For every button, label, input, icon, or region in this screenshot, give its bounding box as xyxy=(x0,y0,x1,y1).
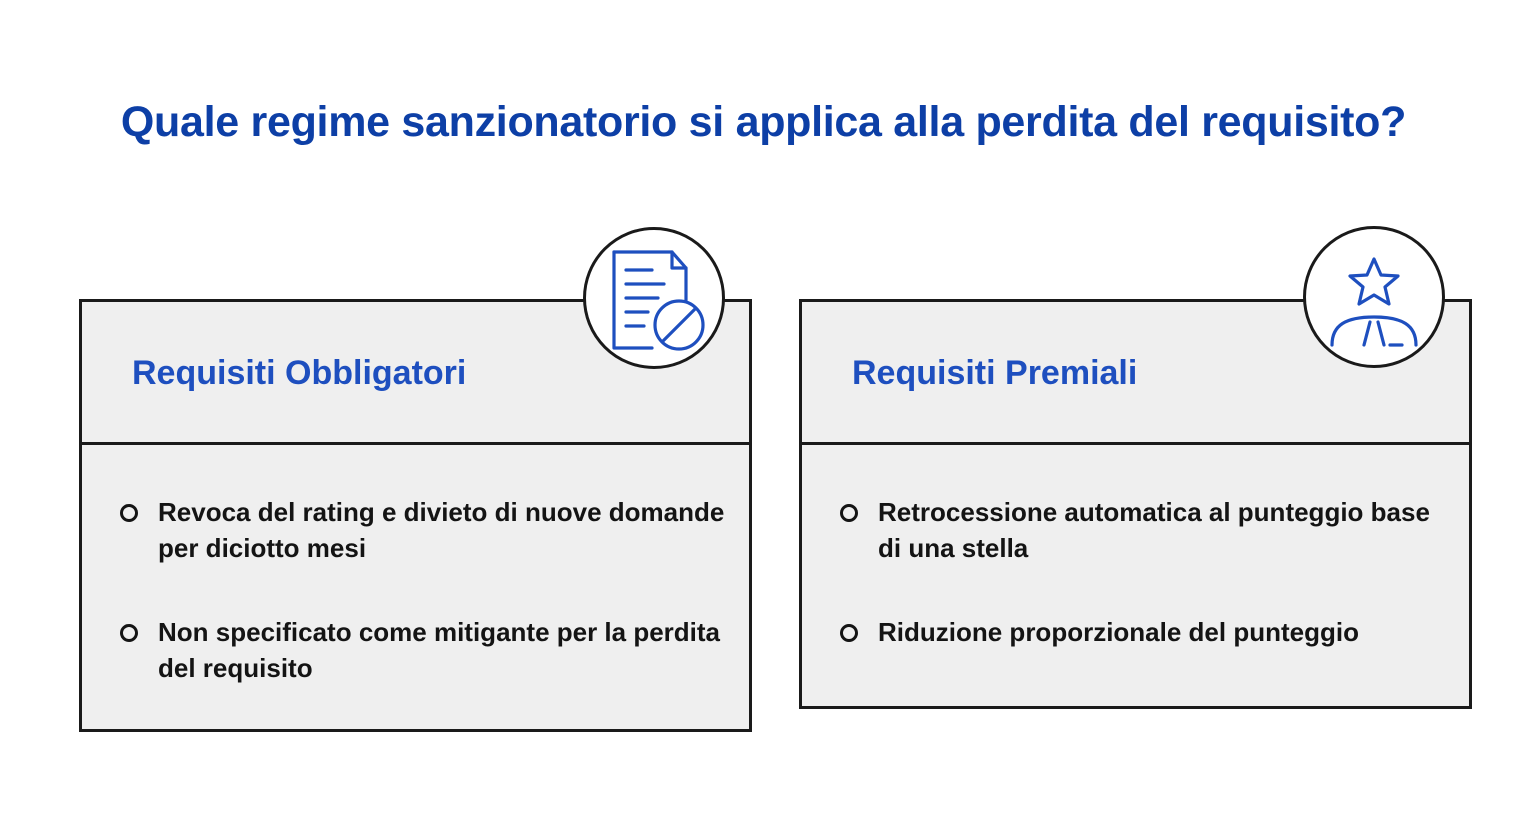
person-star-icon xyxy=(1303,226,1445,368)
card-header: Requisiti Obbligatori xyxy=(82,302,749,445)
item-list: Retrocessione automatica al punteggio ba… xyxy=(838,494,1449,698)
bullet-icon xyxy=(120,624,138,642)
list-item-text: Retrocessione automatica al punteggio ba… xyxy=(878,497,1430,563)
list-item: Retrocessione automatica al punteggio ba… xyxy=(838,494,1449,566)
bullet-icon xyxy=(120,504,138,522)
card-header: Requisiti Premiali xyxy=(802,302,1469,445)
list-item-text: Revoca del rating e divieto di nuove dom… xyxy=(158,497,725,563)
list-item: Riduzione proporzionale del punteggio xyxy=(838,614,1449,650)
card-title: Requisiti Premiali xyxy=(852,354,1138,392)
list-item-text: Riduzione proporzionale del punteggio xyxy=(878,617,1359,647)
bullet-icon xyxy=(840,504,858,522)
list-item-text: Non specificato come mitigante per la pe… xyxy=(158,617,721,683)
list-item: Non specificato come mitigante per la pe… xyxy=(118,614,729,686)
item-list: Revoca del rating e divieto di nuove dom… xyxy=(118,494,729,734)
list-item: Revoca del rating e divieto di nuove dom… xyxy=(118,494,729,566)
card-requisiti-premiali: Requisiti Premiali Retrocessione automat… xyxy=(799,299,1472,709)
document-prohibited-icon xyxy=(583,227,725,369)
card-title: Requisiti Obbligatori xyxy=(132,354,467,392)
card-requisiti-obbligatori: Requisiti Obbligatori Revoca del rating … xyxy=(79,299,752,732)
page-title: Quale regime sanzionatorio si applica al… xyxy=(120,98,1407,146)
bullet-icon xyxy=(840,624,858,642)
